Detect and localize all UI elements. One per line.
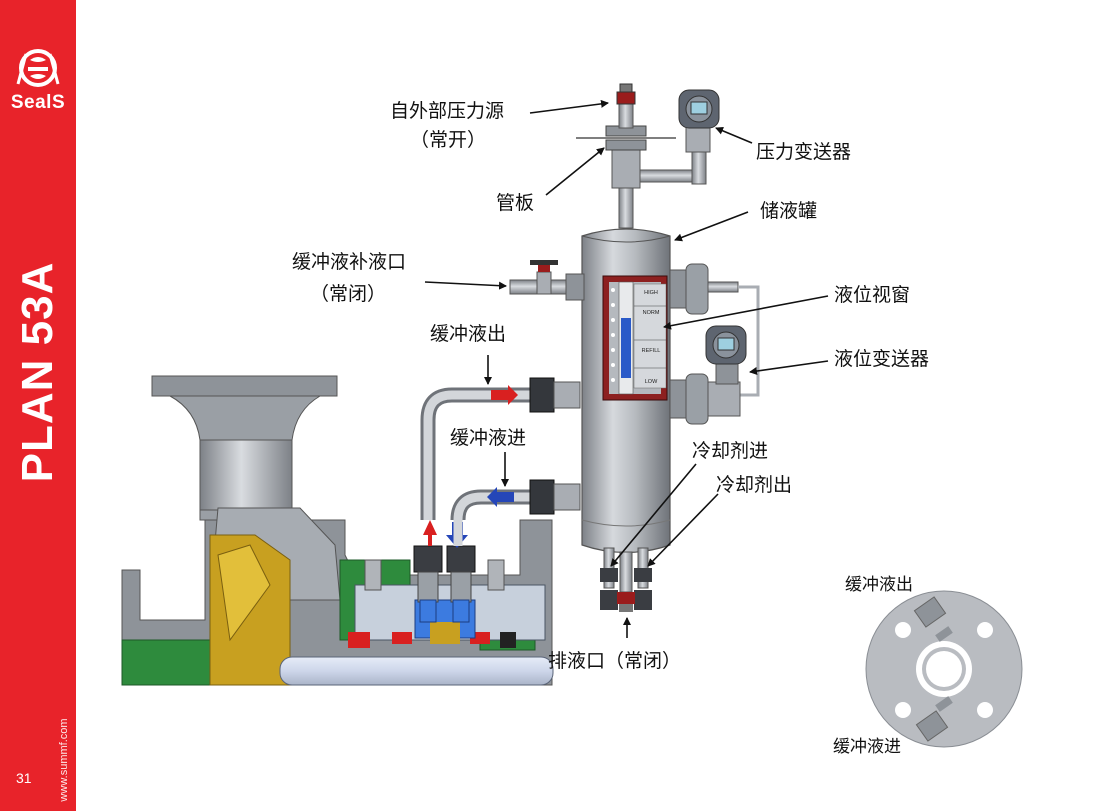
label-external-pressure-source: 自外部压力源 [390, 100, 504, 122]
gauge-mark-refill: REFILL [642, 348, 661, 354]
sidebar: SealS PLAN 53A www.summf.com 31 [0, 0, 76, 811]
fill-port-valve [509, 260, 585, 301]
label-buffer-fill-port-note: （常闭） [310, 283, 386, 305]
reservoir-tank: HIGH NORM REFILL LOW [581, 228, 671, 554]
label-external-pressure-source-note: （常开） [410, 129, 486, 151]
flange-label-buffer-out: 缓冲液出 [845, 575, 913, 595]
label-coolant-in: 冷却剂进 [692, 440, 768, 462]
label-drain-port: 排液口（常闭） [548, 650, 681, 672]
label-buffer-out: 缓冲液出 [430, 323, 506, 345]
page-number: 31 [16, 770, 32, 786]
level-transmitter-assembly [669, 263, 760, 425]
leader-lines [424, 99, 829, 638]
label-coolant-out: 冷却剂出 [716, 474, 792, 496]
gauge-mark-high: HIGH [644, 290, 658, 296]
pump-casing [121, 375, 554, 686]
label-pressure-transmitter: 压力变送器 [756, 141, 851, 163]
label-tube-sheet: 管板 [496, 192, 534, 214]
top-assembly [576, 83, 720, 229]
gauge-mark-low: LOW [645, 379, 658, 385]
brand-name: SealS [10, 92, 66, 113]
buffer-in-blue-arrow [487, 487, 514, 507]
flow-arrow-up-red [423, 520, 437, 546]
label-buffer-in: 缓冲液进 [450, 427, 526, 449]
flange-label-buffer-in: 缓冲液进 [833, 737, 901, 757]
label-reservoir: 储液罐 [760, 200, 817, 222]
gauge-mark-norm: NORM [643, 310, 660, 316]
callout-labels: 自外部压力源 （常开） 压力变送器 管板 储液罐 缓冲液补液口 （常闭） 液位视… [292, 100, 929, 672]
seals-logo-icon [16, 49, 60, 87]
label-buffer-fill-port: 缓冲液补液口 [292, 251, 406, 273]
label-level-sight-glass: 液位视窗 [834, 284, 910, 306]
buffer-piping [420, 377, 581, 546]
seals-logo: SealS [8, 46, 68, 116]
label-level-transmitter: 液位变送器 [834, 348, 929, 370]
bottom-nozzles [600, 547, 652, 612]
buffer-out-red-arrow [491, 385, 518, 405]
flange-inset: 缓冲液出 缓冲液进 [833, 575, 1023, 757]
